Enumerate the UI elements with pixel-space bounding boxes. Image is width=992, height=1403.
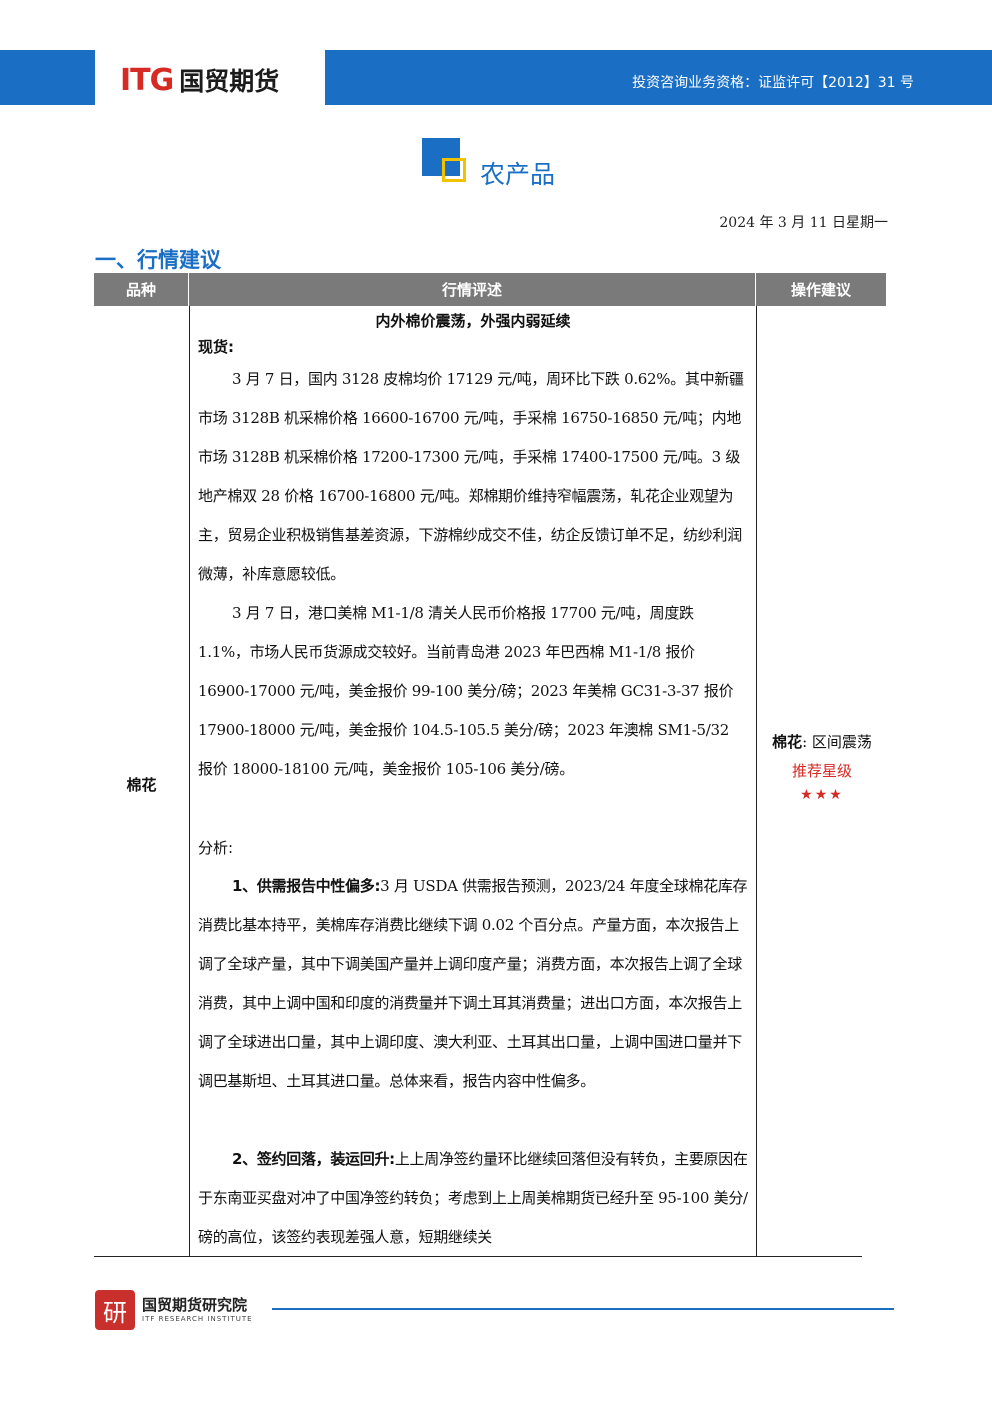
footer-line bbox=[272, 1308, 894, 1310]
logo-cn: 国贸期货 bbox=[179, 67, 280, 96]
analysis-point-2-text: 上上周净签约量环比继续回落但没有转负，主要原因在于东南亚买盘对冲了中国净签约转负… bbox=[198, 1150, 748, 1246]
company-logo: ITG 国贸期货 bbox=[120, 62, 279, 98]
header-variety: 品种 bbox=[94, 273, 189, 306]
analysis-point-1: 1、供需报告中性偏多:3 月 USDA 供需报告预测，2023/24 年度全球棉… bbox=[198, 867, 748, 1101]
table-header: 品种 行情评述 操作建议 bbox=[94, 273, 886, 306]
analysis-point-2-title: 2、签约回落，装运回升: bbox=[232, 1150, 395, 1168]
analysis-label: 分析: bbox=[198, 839, 234, 857]
logo-panel bbox=[95, 50, 325, 105]
spot-label: 现货: bbox=[198, 338, 234, 356]
analysis-point-1-text: 3 月 USDA 供需报告预测，2023/24 年度全球棉花库存消费比基本持平，… bbox=[198, 877, 748, 1090]
column-divider bbox=[756, 306, 757, 1256]
logo-itg: ITG bbox=[120, 62, 174, 98]
spot-paragraph-1: 3 月 7 日，国内 3128 皮棉均价 17129 元/吨，周环比下跌 0.6… bbox=[198, 370, 744, 583]
footer-name-en: ITF RESEARCH INSTITUTE bbox=[142, 1315, 253, 1323]
analysis-point-1-title: 1、供需报告中性偏多: bbox=[232, 877, 381, 895]
section-heading: 一、行情建议 bbox=[95, 248, 221, 272]
rating-stars-icon: ★★★ bbox=[800, 787, 844, 803]
license-text: 投资咨询业务资格：证监许可【2012】31 号 bbox=[632, 75, 914, 91]
advice-detail: : 区间震荡 bbox=[802, 733, 872, 751]
analysis-point-2: 2、签约回落，装运回升:上上周净签约量环比继续回落但没有转负，主要原因在于东南亚… bbox=[198, 1140, 748, 1257]
review-title: 内外棉价震荡，外强内弱延续 bbox=[375, 312, 571, 330]
advice-variety: 棉花 bbox=[772, 733, 803, 751]
spot-paragraph-2: 3 月 7 日，港口美棉 M1-1/8 清关人民币价格报 17700 元/吨，周… bbox=[198, 604, 734, 778]
footer-name-cn: 国贸期货研究院 bbox=[142, 1296, 248, 1314]
table-bottom-line bbox=[94, 1256, 862, 1257]
report-date: 2024 年 3 月 11 日星期一 bbox=[719, 215, 888, 231]
header-advice: 操作建议 bbox=[790, 281, 851, 299]
variety-cell: 棉花 bbox=[126, 776, 157, 794]
advice-cell: 棉花: 区间震荡 推荐星级 ★★★ bbox=[757, 728, 887, 804]
section-title: 农产品 bbox=[480, 160, 556, 189]
column-divider bbox=[189, 306, 190, 1256]
header-review: 行情评述 bbox=[189, 273, 756, 306]
section-square-icon bbox=[422, 138, 470, 186]
advice-text: 棉花: 区间震荡 bbox=[757, 728, 887, 757]
rating-label: 推荐星级 bbox=[791, 762, 852, 780]
research-seal-icon: 研 bbox=[95, 1290, 135, 1330]
